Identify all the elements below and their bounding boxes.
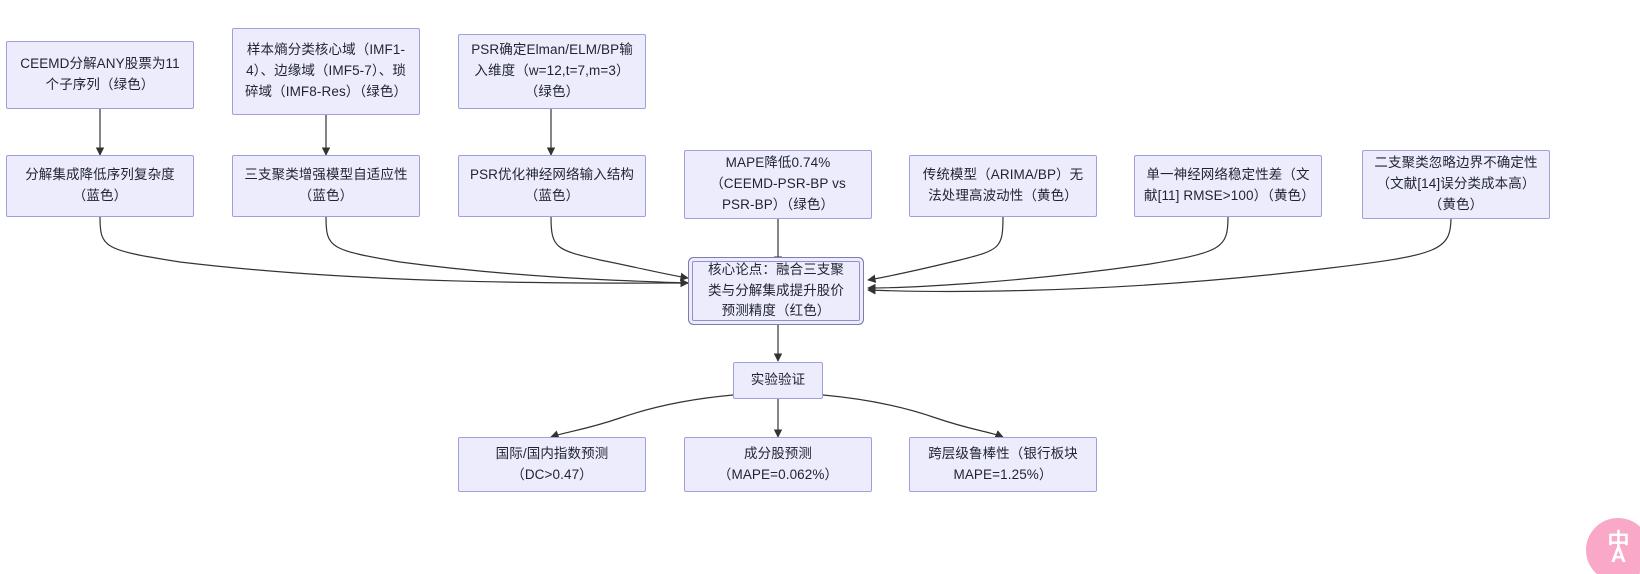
node-ceemd-decomposition[interactable]: CEEMD分解ANY股票为11个子序列（绿色） bbox=[6, 41, 194, 109]
node-label: 分解集成降低序列复杂度（蓝色） bbox=[25, 167, 175, 203]
watermark-text: 中 A bbox=[1607, 529, 1629, 567]
node-label: 单一神经网络稳定性差（文献[11] RMSE>100）（黄色） bbox=[1144, 167, 1315, 203]
node-experiment-validation[interactable]: 实验验证 bbox=[733, 362, 823, 399]
node-label: 跨层级鲁棒性（银行板块MAPE=1.25%） bbox=[928, 445, 1078, 482]
node-label: MAPE降低0.74%（CEEMD-PSR-BP vs PSR-BP）（绿色） bbox=[710, 155, 846, 212]
edge-n9-core bbox=[867, 216, 1229, 293]
watermark-en-char: A bbox=[1610, 543, 1626, 567]
node-sample-entropy-classification[interactable]: 样本熵分类核心域（IMF1-4）、边缘域（IMF5-7）、琐碎域（IMF8-Re… bbox=[232, 28, 420, 115]
node-result-cross-level-robustness[interactable]: 跨层级鲁棒性（银行板块MAPE=1.25%） bbox=[909, 437, 1097, 492]
node-label: 成分股预测（MAPE=0.062%） bbox=[717, 445, 839, 482]
edge-n10-core bbox=[867, 216, 1452, 295]
node-label: 核心论点：融合三支聚类与分解集成提升股价预测精度（红色） bbox=[708, 261, 844, 319]
node-result-constituent-stock[interactable]: 成分股预测（MAPE=0.062%） bbox=[684, 437, 872, 492]
edge-exp-r3 bbox=[822, 394, 1004, 438]
node-label: 国际/国内指数预测（DC>0.47） bbox=[495, 445, 609, 482]
watermark-cn-char: 中 bbox=[1607, 529, 1629, 555]
node-label: 传统模型（ARIMA/BP）无法处理高波动性（黄色） bbox=[922, 167, 1084, 203]
node-result-index-forecast[interactable]: 国际/国内指数预测（DC>0.47） bbox=[458, 437, 646, 492]
node-label: PSR确定Elman/ELM/BP输入维度（w=12,t=7,m=3）（绿色） bbox=[471, 42, 633, 99]
edge-n4-core bbox=[99, 216, 689, 288]
node-core-argument[interactable]: 核心论点：融合三支聚类与分解集成提升股价预测精度（红色） bbox=[692, 261, 860, 321]
translate-watermark-badge[interactable]: 中 A bbox=[1586, 518, 1640, 574]
node-label: 样本熵分类核心域（IMF1-4）、边缘域（IMF5-7）、琐碎域（IMF8-Re… bbox=[244, 42, 408, 99]
node-single-nn-instability[interactable]: 单一神经网络稳定性差（文献[11] RMSE>100）（黄色） bbox=[1134, 155, 1322, 217]
node-label: 三支聚类增强模型自适应性（蓝色） bbox=[244, 167, 408, 203]
edge-n6-core bbox=[550, 216, 689, 282]
edge-n5-core bbox=[325, 216, 689, 287]
node-traditional-models-limitation[interactable]: 传统模型（ARIMA/BP）无法处理高波动性（黄色） bbox=[909, 155, 1097, 217]
node-decomposition-reduces-complexity[interactable]: 分解集成降低序列复杂度（蓝色） bbox=[6, 155, 194, 217]
edge-n8-core bbox=[867, 216, 1004, 283]
node-psr-input-dimension[interactable]: PSR确定Elman/ELM/BP输入维度（w=12,t=7,m=3）（绿色） bbox=[458, 34, 646, 109]
node-label: 二支聚类忽略边界不确定性（文献[14]误分类成本高）（黄色） bbox=[1374, 155, 1538, 212]
node-mape-reduction[interactable]: MAPE降低0.74%（CEEMD-PSR-BP vs PSR-BP）（绿色） bbox=[684, 150, 872, 219]
edge-exp-r1 bbox=[550, 394, 734, 439]
node-label: PSR优化神经网络输入结构（蓝色） bbox=[469, 167, 635, 203]
node-two-way-clustering-boundary[interactable]: 二支聚类忽略边界不确定性（文献[14]误分类成本高）（黄色） bbox=[1362, 150, 1550, 219]
node-three-way-clustering-adaptivity[interactable]: 三支聚类增强模型自适应性（蓝色） bbox=[232, 155, 420, 217]
node-label: 实验验证 bbox=[750, 372, 806, 388]
node-label: CEEMD分解ANY股票为11个子序列（绿色） bbox=[20, 56, 180, 92]
node-psr-optimizes-nn-input[interactable]: PSR优化神经网络输入结构（蓝色） bbox=[458, 155, 646, 217]
